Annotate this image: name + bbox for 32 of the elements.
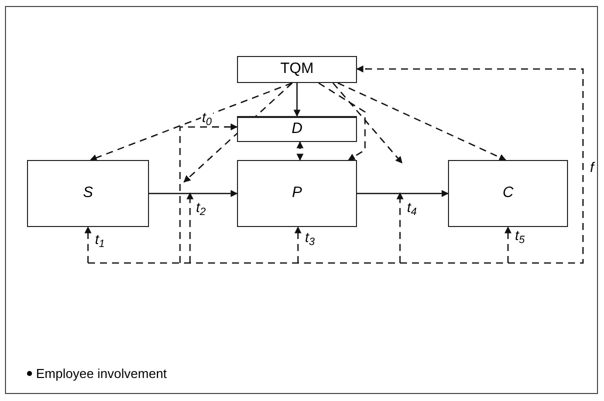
edge-label: t$_{3}$ (304, 230, 316, 244)
process-box (448, 160, 568, 227)
arrow (294, 83, 300, 117)
process-box (27, 160, 149, 227)
arrow (90, 82, 292, 162)
edge-label: t$_{1}$ (94, 232, 106, 246)
edge-label: f (589, 160, 595, 174)
process-box (237, 56, 357, 83)
arrow (294, 226, 302, 263)
arrow (357, 190, 449, 197)
box-label: P (292, 183, 302, 204)
arrow (296, 141, 304, 161)
arrow (338, 82, 506, 161)
arrow (149, 190, 238, 197)
arrow (179, 123, 238, 263)
process-box (237, 160, 357, 227)
arrow (88, 65, 584, 264)
process-box (237, 116, 357, 142)
note-text: Employee involvement (36, 365, 167, 383)
box-label: S (82, 183, 93, 204)
arrow (318, 82, 366, 161)
edge-label: t$_{0}$ (201, 110, 213, 124)
box-label: D (292, 119, 302, 140)
measure-label: t$_{2}$ (195, 200, 207, 214)
arrow (332, 82, 402, 164)
measure-label: t$_{4}$ (406, 200, 418, 214)
box-label: C (502, 183, 514, 204)
edge-label: t$_{5}$ (514, 228, 526, 242)
arrow (84, 226, 92, 263)
arrow (504, 226, 512, 263)
arrow (183, 82, 293, 182)
box-label: TQM (280, 59, 314, 80)
